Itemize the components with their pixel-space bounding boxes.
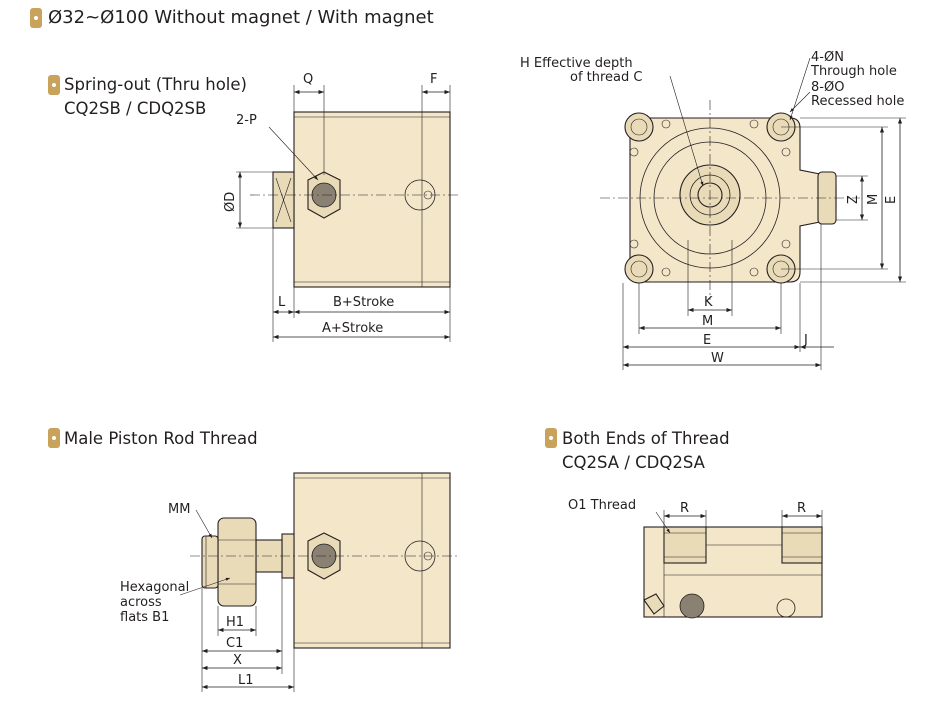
label-o1-thread: O1 Thread xyxy=(568,498,636,513)
label-d: ØD xyxy=(223,192,238,212)
spring-out-side-view: 2-P Q F ØD L B+Stroke A+Stroke xyxy=(223,72,460,342)
hex-nut xyxy=(217,517,257,607)
label-b-stroke: B+Stroke xyxy=(333,295,394,310)
label-r-right: R xyxy=(797,501,806,516)
male-rod-side-view: MM Hexagonal across flats B1 H1 C1 X L1 xyxy=(120,472,460,692)
section-models-spring-out: CQ2SB / CDQ2SB xyxy=(64,99,207,118)
label-o-line2: Recessed hole xyxy=(811,94,904,109)
label-n-line2: Through hole xyxy=(810,64,897,79)
label-h-line1: H Effective depth xyxy=(520,56,633,71)
label-a-stroke: A+Stroke xyxy=(322,321,383,336)
label-r-left: R xyxy=(680,501,689,516)
cylinder-body xyxy=(293,111,451,288)
section-heading-spring-out: Spring-out (Thru hole) xyxy=(64,75,247,94)
label-hex-line1: Hexagonal xyxy=(120,580,189,595)
label-h-line2: of thread C xyxy=(570,70,642,85)
page-title: Ø32~Ø100 Without magnet / With magnet xyxy=(48,7,434,28)
label-h1: H1 xyxy=(226,615,244,630)
label-x: X xyxy=(233,653,242,668)
label-e-vertical: E xyxy=(884,196,899,204)
thread-end xyxy=(201,535,219,589)
label-2p: 2-P xyxy=(236,113,257,128)
label-hex-line2: across xyxy=(120,595,162,610)
section-models-both-ends: CQ2SA / CDQ2SA xyxy=(562,453,705,472)
label-z: Z xyxy=(846,195,861,204)
section-heading-male-rod: Male Piston Rod Thread xyxy=(64,429,258,448)
label-k: K xyxy=(704,295,713,310)
label-m-vertical: M xyxy=(866,194,881,205)
label-w: W xyxy=(711,351,724,366)
section-bullet-spring-out xyxy=(48,75,60,95)
label-hex-line3: flats B1 xyxy=(120,610,169,625)
label-c1: C1 xyxy=(226,636,243,651)
label-l1: L1 xyxy=(238,673,254,688)
label-l: L xyxy=(278,295,286,310)
label-f: F xyxy=(430,72,437,87)
label-q: Q xyxy=(303,72,313,87)
label-j: J xyxy=(803,333,808,348)
section-bullet-male-rod xyxy=(48,428,60,448)
label-o-line1: 8-ØO xyxy=(811,80,844,95)
label-e-horizontal: E xyxy=(703,333,711,348)
label-mm: MM xyxy=(168,502,190,517)
front-view: H Effective depth of thread C 4-ØN Throu… xyxy=(520,50,906,370)
section-bullet-both-ends xyxy=(545,428,557,448)
label-m-horizontal: M xyxy=(702,314,713,329)
both-ends-section-view: O1 Thread R R xyxy=(568,498,823,619)
label-n-line1: 4-ØN xyxy=(811,50,844,65)
section-heading-both-ends: Both Ends of Thread xyxy=(562,429,730,448)
title-bullet xyxy=(30,8,42,28)
